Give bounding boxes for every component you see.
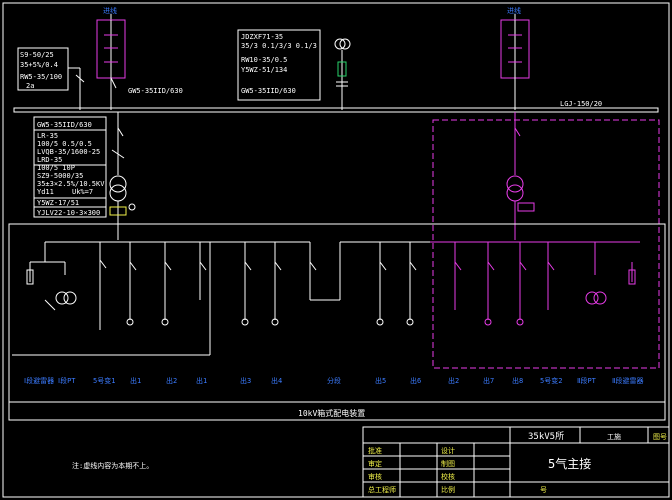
transformer2-bay — [506, 112, 535, 240]
label-rw-left-sub: 2a — [26, 82, 34, 90]
feeder-label-10: 出5 — [375, 376, 386, 385]
tb-row3-mid: 校核 — [441, 472, 455, 481]
pt-bay — [334, 38, 351, 110]
feeder-label-7: 出3 — [240, 376, 251, 385]
label-rw-left: RW5-35/100 — [20, 73, 62, 81]
feeder-label-12: 出2 — [448, 376, 459, 385]
tb-row1-mid: 设计 — [441, 446, 455, 455]
feeder-label-9: 分段 — [327, 376, 341, 385]
label-tr-conn: Yd11 — [37, 188, 54, 196]
tb-project: 35kV5所 — [528, 431, 564, 442]
tb-row4-left: 总工程师 — [368, 485, 396, 494]
transformer1-label-box — [33, 116, 107, 218]
label-tr-uk: Uk%=7 — [72, 188, 93, 196]
feeder-label-1: Ⅰ段避雷器 — [24, 376, 54, 385]
transformer1-lv-winding — [109, 184, 127, 202]
35kv-bus — [13, 107, 659, 113]
feeder-label-8: 出4 — [271, 376, 282, 385]
label-gw-mid: GW5-35IID/630 — [241, 87, 296, 95]
label-s9-ratio: 35+5%/0.4 — [20, 61, 58, 69]
10kv-switchgear-box — [8, 223, 666, 421]
feeder-label-11: 出6 — [410, 376, 421, 385]
label-lvqb: LVQB-35/1600-25 — [37, 148, 100, 156]
label-arrester-bottom: Y5WZ-17/51 — [37, 199, 79, 207]
tb-stage: 工施 — [607, 432, 621, 441]
pt-label-box — [237, 29, 321, 101]
label-cable: YJLV22-10-3×300 — [37, 209, 100, 217]
tb-sheet-label: 号 — [540, 486, 547, 494]
label-arrester-mid: Y5WZ-51/134 — [241, 66, 287, 74]
label-tr-ratio: 35±3×2.5%/10.5KV — [37, 180, 105, 188]
feeder-label-13: 出7 — [483, 376, 494, 385]
tb-row3-left: 审核 — [368, 472, 382, 481]
label-lrd-ratio: 100/5 10P — [37, 164, 75, 172]
label-lgj: LGJ-150/20 — [560, 100, 602, 108]
left-line-label: 进线 — [103, 6, 117, 15]
feeder-label-4: 出1 — [130, 376, 141, 385]
station-transformer-label-box — [17, 47, 69, 91]
label-pt-model: JDZXF71-35 — [241, 33, 283, 41]
feeder-label-14: 出8 — [512, 376, 523, 385]
future-scope-boundary — [432, 119, 660, 369]
right-incoming-bay — [500, 14, 530, 110]
switchgear-label: 10kV箱式配电装置 — [298, 408, 365, 418]
tb-drawing-title: 5气主接 — [548, 456, 591, 471]
label-s9: S9-50/25 — [20, 51, 54, 59]
right-line-label: 进线 — [507, 6, 521, 15]
feeder-label-17: Ⅱ段避雷器 — [612, 376, 643, 385]
feeder-bays-section-1 — [99, 242, 282, 330]
label-gw-main: GW5-35IID/630 — [37, 121, 92, 129]
label-lrd: LRD-35 — [37, 156, 62, 164]
left-incoming-bay — [96, 14, 126, 110]
feeder-label-6: 出1 — [196, 376, 207, 385]
tb-row2-left: 审定 — [368, 459, 382, 468]
note-text: 注:虚线内容为本期不上。 — [72, 461, 153, 470]
tb-row1-left: 批准 — [368, 446, 382, 455]
tb-corner: 图号 — [653, 433, 667, 441]
feeder-label-2: Ⅰ段PT — [58, 376, 76, 385]
feeder-label-5: 出2 — [166, 376, 177, 385]
label-lr: LR-35 — [37, 132, 58, 140]
transformer1-hv-winding — [109, 175, 127, 193]
label-rw-mid: RW10-35/0.5 — [241, 56, 287, 64]
feeder-label-3: 5号变1 — [93, 376, 115, 385]
feeder-label-15: 5号变2 — [540, 376, 562, 385]
title-block — [362, 426, 670, 498]
feeder-label-16: Ⅱ段PT — [577, 376, 597, 385]
label-gw-left: GW5-35IID/630 — [128, 87, 183, 95]
tb-row2-mid: 制图 — [441, 459, 455, 468]
transformer1-bay — [109, 112, 136, 240]
feeder-bays-section-2 — [376, 242, 636, 326]
label-transformer: SZ9-5000/35 — [37, 172, 83, 180]
tb-row4-mid: 比例 — [441, 485, 455, 494]
left-isolator-switch — [110, 77, 117, 89]
label-lr-ratio: 100/5 0.5/0.5 — [37, 140, 92, 148]
label-pt-ratio: 35/3 0.1/3/3 0.1/3 — [241, 42, 317, 50]
bus-tie — [309, 242, 341, 301]
bus1-pt-arrester — [26, 242, 77, 311]
